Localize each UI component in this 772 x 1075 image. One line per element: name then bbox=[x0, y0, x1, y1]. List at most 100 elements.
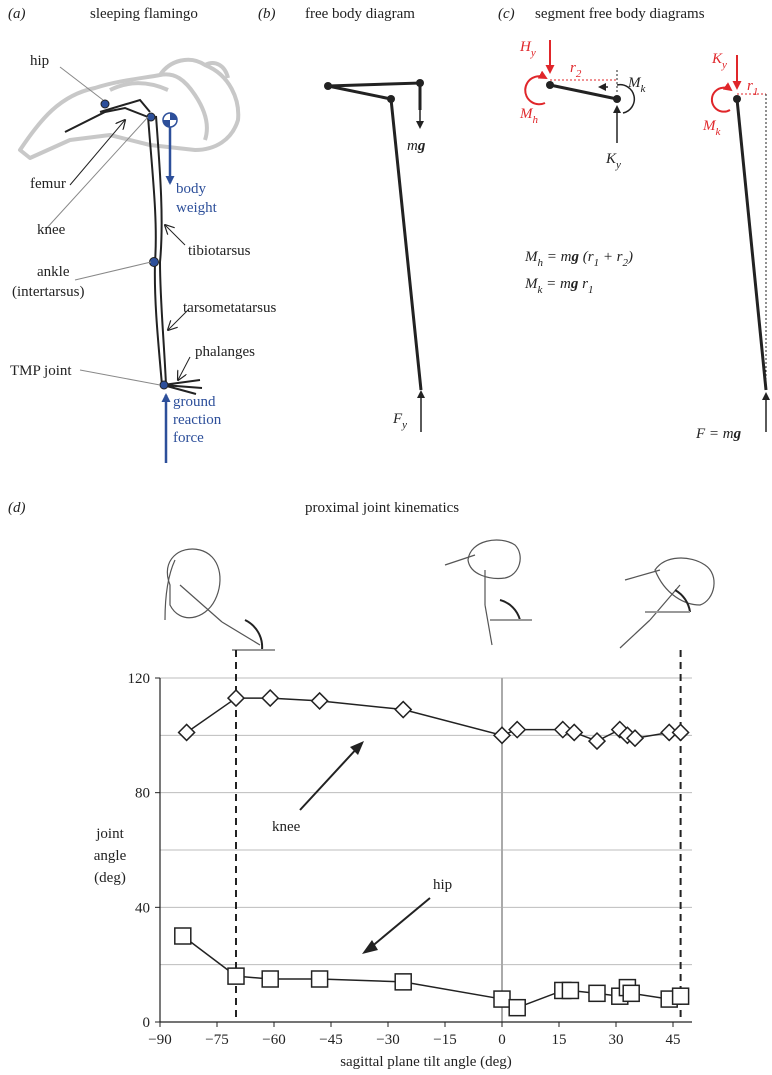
center-of-mass-icon bbox=[162, 112, 178, 128]
label-reaction: reaction bbox=[173, 412, 222, 428]
equation-mh: Mh = mg (r1 + r2) bbox=[524, 249, 633, 269]
panel-c: (c) segment free body diagrams Hy r2 Mk … bbox=[498, 6, 770, 442]
hip-data-point bbox=[493, 990, 511, 1008]
panel-a: (a) sleeping flamingo bbox=[8, 6, 276, 463]
knee-joint-marker bbox=[146, 112, 156, 122]
knee-data-point bbox=[625, 729, 645, 748]
x-tick-label: 15 bbox=[552, 1032, 567, 1048]
panel-c-title: segment free body diagrams bbox=[535, 6, 705, 22]
hip-joint-marker bbox=[100, 99, 110, 109]
knee-data-point bbox=[226, 689, 246, 708]
x-tick-label: 0 bbox=[498, 1032, 506, 1048]
knee-data-point bbox=[177, 723, 196, 742]
label-ground: ground bbox=[173, 394, 216, 410]
x-tick-label: −60 bbox=[262, 1032, 285, 1048]
tmp-joint-marker bbox=[159, 380, 169, 390]
label-mh: Mh bbox=[519, 106, 539, 126]
flamingo-leg-skeleton bbox=[64, 98, 203, 395]
x-tick-label: −90 bbox=[148, 1032, 171, 1048]
hip-data-point bbox=[261, 970, 279, 988]
panel-d: (d) proximal joint kinematics bbox=[8, 500, 715, 1070]
knee-data-point bbox=[587, 732, 607, 751]
y-axis-label: angle bbox=[94, 848, 127, 864]
label-weight: weight bbox=[176, 200, 218, 216]
label-r1: r1 bbox=[747, 78, 758, 98]
hip-series-line bbox=[182, 935, 681, 1009]
knee-data-point bbox=[394, 700, 413, 719]
y-tick-label: 40 bbox=[135, 900, 150, 916]
fbd-hip-point bbox=[324, 82, 332, 90]
hip-data-point bbox=[622, 984, 640, 1003]
x-tick-label: −45 bbox=[319, 1032, 342, 1048]
knee-data-point bbox=[310, 691, 329, 710]
hip-data-point bbox=[174, 927, 192, 945]
knee-annotation-arrowhead bbox=[350, 741, 364, 755]
flamingo-sketch-tilted-forward bbox=[619, 557, 715, 649]
x-tick-label: −30 bbox=[376, 1032, 399, 1048]
mk2-moment-arrow bbox=[710, 82, 733, 113]
label-ankle: ankle bbox=[37, 264, 70, 280]
label-ky2: Ky bbox=[711, 51, 727, 71]
label-femur: femur bbox=[30, 176, 66, 192]
panel-a-title: sleeping flamingo bbox=[90, 6, 198, 22]
label-hip: hip bbox=[30, 53, 49, 69]
knee-data-point bbox=[492, 726, 512, 745]
panel-b: (b) free body diagram mg Fy bbox=[258, 6, 426, 432]
flamingo-sketch-tilted-back bbox=[164, 548, 275, 651]
femur-segment bbox=[549, 83, 618, 101]
panel-d-label: (d) bbox=[8, 500, 26, 516]
flamingo-sketch-upright bbox=[444, 539, 532, 646]
y-tick-label: 80 bbox=[135, 786, 150, 802]
label-phalanges: phalanges bbox=[195, 344, 255, 360]
x-tick-label: −75 bbox=[205, 1032, 228, 1048]
label-ky: Ky bbox=[605, 151, 621, 171]
flamingo-body-outline bbox=[18, 57, 241, 160]
hip-data-point bbox=[508, 998, 526, 1017]
knee-annotation-arrow bbox=[299, 744, 361, 811]
panel-b-label: (b) bbox=[258, 6, 276, 22]
label-tmp-joint: TMP joint bbox=[10, 363, 72, 379]
label-mk2: Mk bbox=[702, 118, 722, 138]
panel-d-title: proximal joint kinematics bbox=[305, 500, 459, 516]
label-intertarsus: (intertarsus) bbox=[12, 284, 84, 300]
hip-annotation-arrow bbox=[369, 897, 431, 949]
free-body-stick bbox=[327, 81, 423, 391]
hip-data-point bbox=[671, 987, 690, 1005]
femur-knee-point bbox=[613, 95, 621, 103]
hip-data-point bbox=[310, 970, 329, 988]
hip-annotation-arrowhead bbox=[362, 940, 378, 954]
knee-data-point bbox=[565, 723, 584, 742]
knee-series-line bbox=[186, 697, 681, 742]
label-mg: mg bbox=[407, 138, 426, 154]
mh-moment-arrow bbox=[524, 70, 548, 106]
y-axis-label: joint bbox=[95, 826, 124, 842]
x-tick-label: 45 bbox=[666, 1032, 681, 1048]
label-tibiotarsus: tibiotarsus bbox=[188, 243, 251, 259]
y-axis-label: (deg) bbox=[94, 870, 126, 886]
label-r2: r2 bbox=[570, 60, 582, 80]
pointer-arrows bbox=[69, 120, 191, 380]
panel-b-title: free body diagram bbox=[305, 6, 415, 22]
label-tarsometatarsus: tarsometatarsus bbox=[183, 300, 276, 316]
knee-data-point bbox=[671, 723, 690, 742]
label-f-eq: F = mg bbox=[695, 426, 742, 442]
label-fy: Fy bbox=[392, 411, 407, 431]
fbd-com-point bbox=[416, 79, 424, 87]
knee-data-point bbox=[261, 689, 280, 708]
panel-a-label: (a) bbox=[8, 6, 26, 22]
x-tick-label: 30 bbox=[609, 1032, 624, 1048]
tibio-knee-point bbox=[733, 95, 741, 103]
label-body: body bbox=[176, 181, 207, 197]
knee-annotation-label: knee bbox=[272, 819, 301, 835]
label-force: force bbox=[173, 430, 204, 446]
leader-lines bbox=[44, 66, 161, 386]
panel-c-label: (c) bbox=[498, 6, 515, 22]
hip-data-point bbox=[561, 981, 580, 1000]
label-knee: knee bbox=[37, 222, 66, 238]
y-tick-label: 120 bbox=[128, 671, 151, 687]
label-mk: Mk bbox=[627, 75, 647, 95]
fbd-knee-point bbox=[387, 95, 395, 103]
hip-data-point bbox=[227, 967, 245, 985]
